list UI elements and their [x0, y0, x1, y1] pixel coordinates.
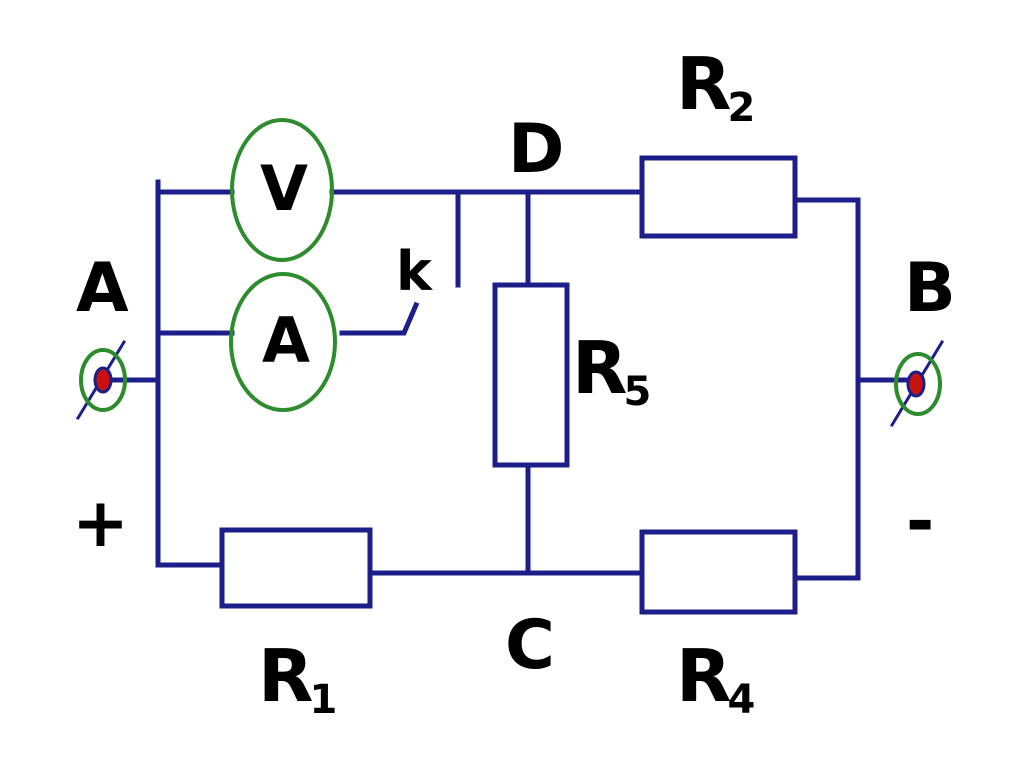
resistor-r4-letter: R: [676, 634, 731, 718]
node-c-label: C: [505, 606, 555, 685]
wire-ammeter-right: [339, 301, 420, 336]
terminal-b-ring: [894, 352, 942, 416]
resistor-r1: [219, 527, 373, 609]
terminal-a-ring: [79, 348, 127, 412]
resistor-r5-letter: R: [572, 326, 627, 410]
resistor-r5-label: R5: [572, 332, 651, 412]
terminal-a-dot: [93, 366, 113, 394]
node-d-label: D: [508, 110, 565, 189]
minus-sign: -: [906, 482, 935, 561]
plus-sign: +: [72, 484, 129, 563]
resistor-r2-letter: R: [676, 42, 731, 126]
voltmeter-ring: [230, 118, 334, 262]
resistor-r5: [492, 282, 570, 468]
ammeter-letter: A: [262, 304, 310, 377]
key-label: k: [396, 240, 432, 303]
resistor-r4-label: R4: [676, 640, 755, 720]
ammeter-ring: [229, 272, 337, 412]
terminal-b-dot: [906, 370, 926, 398]
resistor-r2-label: R2: [676, 48, 755, 128]
resistor-r1-index: 1: [309, 677, 337, 723]
wire-r2-right: [792, 197, 861, 581]
resistor-r1-letter: R: [258, 634, 313, 718]
resistor-r4-index: 4: [727, 677, 755, 723]
resistor-r5-index: 5: [623, 369, 651, 415]
resistor-r4: [639, 529, 798, 615]
voltmeter-letter: V: [260, 152, 308, 225]
resistor-r2: [639, 155, 798, 239]
node-b-label: B: [904, 249, 956, 328]
resistor-r2-index: 2: [727, 85, 755, 131]
node-a-label: A: [76, 249, 129, 328]
resistor-r1-label: R1: [258, 640, 337, 720]
